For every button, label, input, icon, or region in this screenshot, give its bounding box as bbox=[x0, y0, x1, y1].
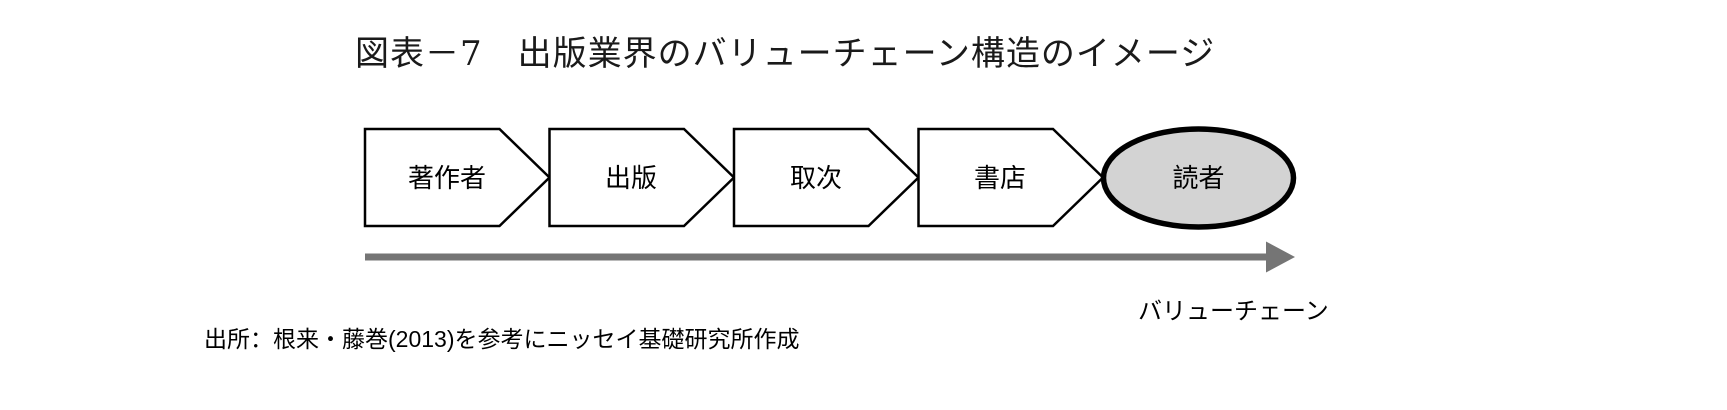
value-chain-label: バリューチェーン bbox=[1138, 298, 1329, 325]
stage-label-publisher: 出版 bbox=[605, 163, 657, 193]
chevron-shape bbox=[732, 127, 921, 228]
stage-reader: 読者 bbox=[1100, 126, 1297, 230]
source-note: 出所：根来・藤巻(2013)を参考にニッセイ基礎研究所作成 bbox=[204, 326, 800, 352]
figure-title: 図表－7 出版業界のバリューチェーン構造のイメージ bbox=[355, 34, 1216, 74]
stage-author: 著作者 bbox=[363, 127, 552, 228]
stage-label-bookstore: 書店 bbox=[974, 163, 1026, 193]
stage-distributor: 取次 bbox=[732, 127, 921, 228]
stage-label-author: 著作者 bbox=[408, 163, 486, 193]
reader-ellipse-shape bbox=[1100, 126, 1297, 230]
arrow-head bbox=[1266, 241, 1295, 273]
chevron-shape bbox=[917, 127, 1105, 228]
stage-label-reader: 読者 bbox=[1172, 163, 1224, 193]
chevron-shape bbox=[363, 127, 552, 228]
chevron-shape bbox=[548, 127, 736, 228]
stage-bookstore: 書店 bbox=[917, 127, 1105, 228]
value-chain-arrow bbox=[365, 241, 1295, 273]
stage-label-distributor: 取次 bbox=[790, 163, 842, 193]
stage-publisher: 出版 bbox=[548, 127, 736, 228]
